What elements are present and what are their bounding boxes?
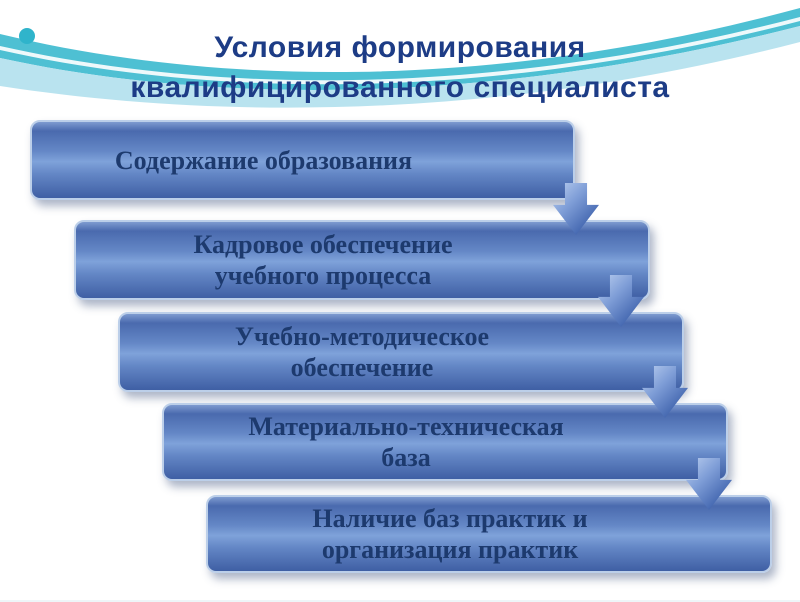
- wave-swoosh-decoration: [0, 8, 800, 108]
- step-box-2: Кадровое обеспечение учебного процесса: [74, 220, 650, 300]
- step-3-label-line-2: обеспечение: [290, 353, 434, 382]
- slide-title: Условия формирования квалифицированного …: [0, 28, 800, 108]
- step-box-5: Наличие баз практик и организация практи…: [206, 495, 772, 573]
- step-1-label-line-1: Содержание образования: [114, 145, 413, 175]
- teal-dot-icon: [19, 28, 35, 44]
- title-line-1: Условия формирования: [214, 31, 586, 64]
- step-2-label-line-1: Кадровое обеспечение: [193, 230, 453, 259]
- step-2-label-line-2: учебного процесса: [214, 261, 432, 290]
- step-3-label-line-1: Учебно-методическое: [234, 322, 490, 351]
- step-4-label-line-2: база: [381, 443, 431, 472]
- step-5-label-line-1: Наличие баз практик и: [312, 504, 588, 533]
- title-line-2: квалифицированного специалиста: [130, 71, 670, 104]
- step-box-1: Содержание образования: [30, 120, 575, 200]
- step-box-3: Учебно-методическое обеспечение: [118, 312, 684, 392]
- step-5-label-line-2: организация практик: [321, 535, 579, 564]
- step-4-label-line-1: Материально-техническая: [248, 412, 564, 441]
- step-box-4: Материально-техническая база: [162, 403, 728, 481]
